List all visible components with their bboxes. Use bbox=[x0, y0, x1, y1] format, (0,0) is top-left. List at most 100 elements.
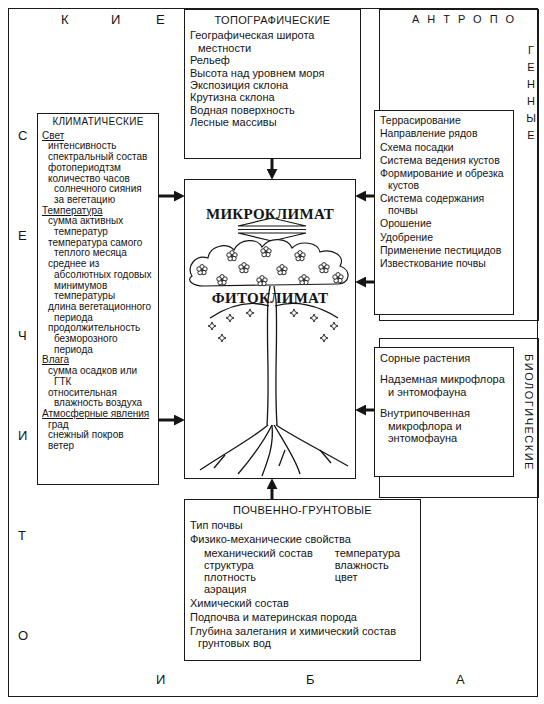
exchange-symbol-line bbox=[238, 229, 306, 230]
factor-item: Глубина залегания и химический состав гр… bbox=[190, 625, 415, 649]
factor-item: влажность bbox=[335, 559, 400, 571]
biological-box: Сорные растенияНадземная микрофлора и эн… bbox=[374, 347, 514, 477]
center-box: МИКРОКЛИМАТФИТОКЛИМАТ bbox=[184, 179, 356, 479]
root bbox=[262, 425, 272, 476]
frame-letter: И bbox=[111, 13, 120, 27]
frame-letter: И bbox=[156, 673, 165, 687]
influence-arrow bbox=[364, 195, 374, 198]
subgroup-heading: Температура bbox=[42, 206, 154, 217]
biological-frame: БИОЛОГИЧЕСКИЕСорные растенияНадземная ми… bbox=[379, 338, 539, 498]
factor-item: град bbox=[42, 420, 154, 431]
influence-arrow bbox=[159, 195, 176, 198]
leaf bbox=[320, 334, 328, 342]
factor-item: Надземная микрофлора и энтомофауна bbox=[380, 373, 508, 398]
frame-letter: Е bbox=[18, 229, 27, 243]
factor-item: механический состав bbox=[204, 547, 313, 559]
factor-item: Известкование почвы bbox=[380, 258, 508, 270]
property-column: механический составструктураплотностьаэр… bbox=[204, 547, 313, 595]
factor-item: Химический состав bbox=[190, 597, 415, 609]
root bbox=[214, 455, 225, 468]
factor-item: Направление рядов bbox=[380, 128, 508, 140]
factor-item: продолжительность безморозного периода bbox=[42, 323, 154, 355]
leaf bbox=[310, 314, 318, 322]
box-heading: КЛИМАТИЧЕСКИЕ bbox=[42, 117, 154, 128]
factor-item: интенсивность bbox=[42, 141, 154, 152]
influence-arrow bbox=[364, 409, 374, 412]
factor-item: ветер bbox=[42, 441, 154, 452]
factor-item: Террасирование bbox=[380, 115, 508, 127]
flower bbox=[261, 247, 271, 257]
trunk-line bbox=[274, 286, 277, 425]
leaf bbox=[290, 309, 298, 317]
exchange-symbol-bottom bbox=[238, 233, 306, 241]
leaf bbox=[226, 314, 234, 322]
factor-item: Внутрипочвенная микрофлора и энтомофауна bbox=[380, 407, 508, 444]
influence-arrow bbox=[271, 487, 274, 499]
factor-item: количество часов солнечного сияния за ве… bbox=[42, 174, 154, 206]
flower bbox=[333, 273, 343, 283]
leaf bbox=[330, 322, 338, 330]
group-label: АНТРОПО bbox=[412, 13, 522, 25]
group-label: ГЕННЫЕ bbox=[525, 44, 537, 146]
factor-item: Экспозиция склона bbox=[190, 79, 355, 91]
factor-item: Удобрение bbox=[380, 232, 508, 244]
subgroup-heading: Атмосферные явления bbox=[42, 409, 154, 420]
flower bbox=[299, 275, 309, 285]
box-heading: ПОЧВЕННО-ГРУНТОВЫЕ bbox=[190, 504, 415, 516]
factor-item: плотность bbox=[204, 571, 313, 583]
frame-letter: Б bbox=[306, 673, 315, 687]
frame-letter: И bbox=[18, 429, 27, 443]
factor-item: Географическая широта местности bbox=[190, 29, 355, 54]
frame-letter: Т bbox=[18, 529, 26, 543]
root bbox=[279, 450, 285, 466]
flower bbox=[257, 276, 267, 286]
frame-letter: А bbox=[456, 673, 465, 687]
root bbox=[200, 425, 268, 470]
factor-item: Лесные массивы bbox=[190, 116, 355, 128]
factor-item: среднее из абсолютных годовых минимумов … bbox=[42, 259, 154, 302]
leaf bbox=[218, 334, 226, 342]
factor-item: структура bbox=[204, 559, 313, 571]
factor-item: Сорные растения bbox=[380, 352, 508, 364]
factor-item: Водная поверхность bbox=[190, 104, 355, 116]
flower bbox=[197, 265, 207, 275]
leaf bbox=[208, 322, 216, 330]
climate-label: МИКРОКЛИМАТ bbox=[185, 206, 355, 223]
trunk-line bbox=[267, 286, 270, 425]
factor-item: Система содержания почвы bbox=[380, 193, 508, 217]
factor-item: Высота над уровнем моря bbox=[190, 67, 355, 79]
factor-item: Применение пестицидов bbox=[380, 245, 508, 257]
factor-item: Орошение bbox=[380, 218, 508, 230]
factor-item: Формирование и обрезка кустов bbox=[380, 168, 508, 192]
frame-letter: С bbox=[18, 129, 27, 143]
subgroup-heading: Свет bbox=[42, 131, 154, 142]
influence-arrow bbox=[364, 281, 374, 284]
flower bbox=[277, 265, 287, 275]
outer-frame: АБИОТИЧЕСКИЕТОПОГРАФИЧЕСКИЕГеографическа… bbox=[8, 8, 538, 697]
flower bbox=[295, 251, 305, 261]
factor-item: Тип почвы bbox=[190, 519, 415, 531]
flower bbox=[319, 263, 329, 273]
factor-item: Система ведения кустов bbox=[380, 155, 508, 167]
flower bbox=[217, 275, 227, 285]
factor-item: Крутизна склона bbox=[190, 91, 355, 103]
factor-item: сумма осадков или ГТК bbox=[42, 366, 154, 387]
factor-item: цвет bbox=[335, 571, 400, 583]
factor-item: снежный покров bbox=[42, 430, 154, 441]
exchange-symbol bbox=[238, 218, 306, 241]
factor-item: фотопериодтзм bbox=[42, 163, 154, 174]
vine-trunk bbox=[210, 286, 338, 425]
vine-arm bbox=[210, 303, 269, 318]
root bbox=[276, 425, 348, 466]
box-heading: ТОПОГРАФИЧЕСКИЕ bbox=[190, 14, 355, 26]
property-column: температуравлажностьцвет bbox=[335, 547, 400, 595]
flower bbox=[227, 251, 237, 261]
soil-box: ПОЧВЕННО-ГРУНТОВЫЕТип почвыФизико-механи… bbox=[184, 499, 421, 661]
frame-letter: О bbox=[18, 629, 28, 643]
root bbox=[274, 425, 300, 474]
factor-item: сумма активных температур bbox=[42, 216, 154, 237]
vine-roots bbox=[200, 425, 348, 476]
